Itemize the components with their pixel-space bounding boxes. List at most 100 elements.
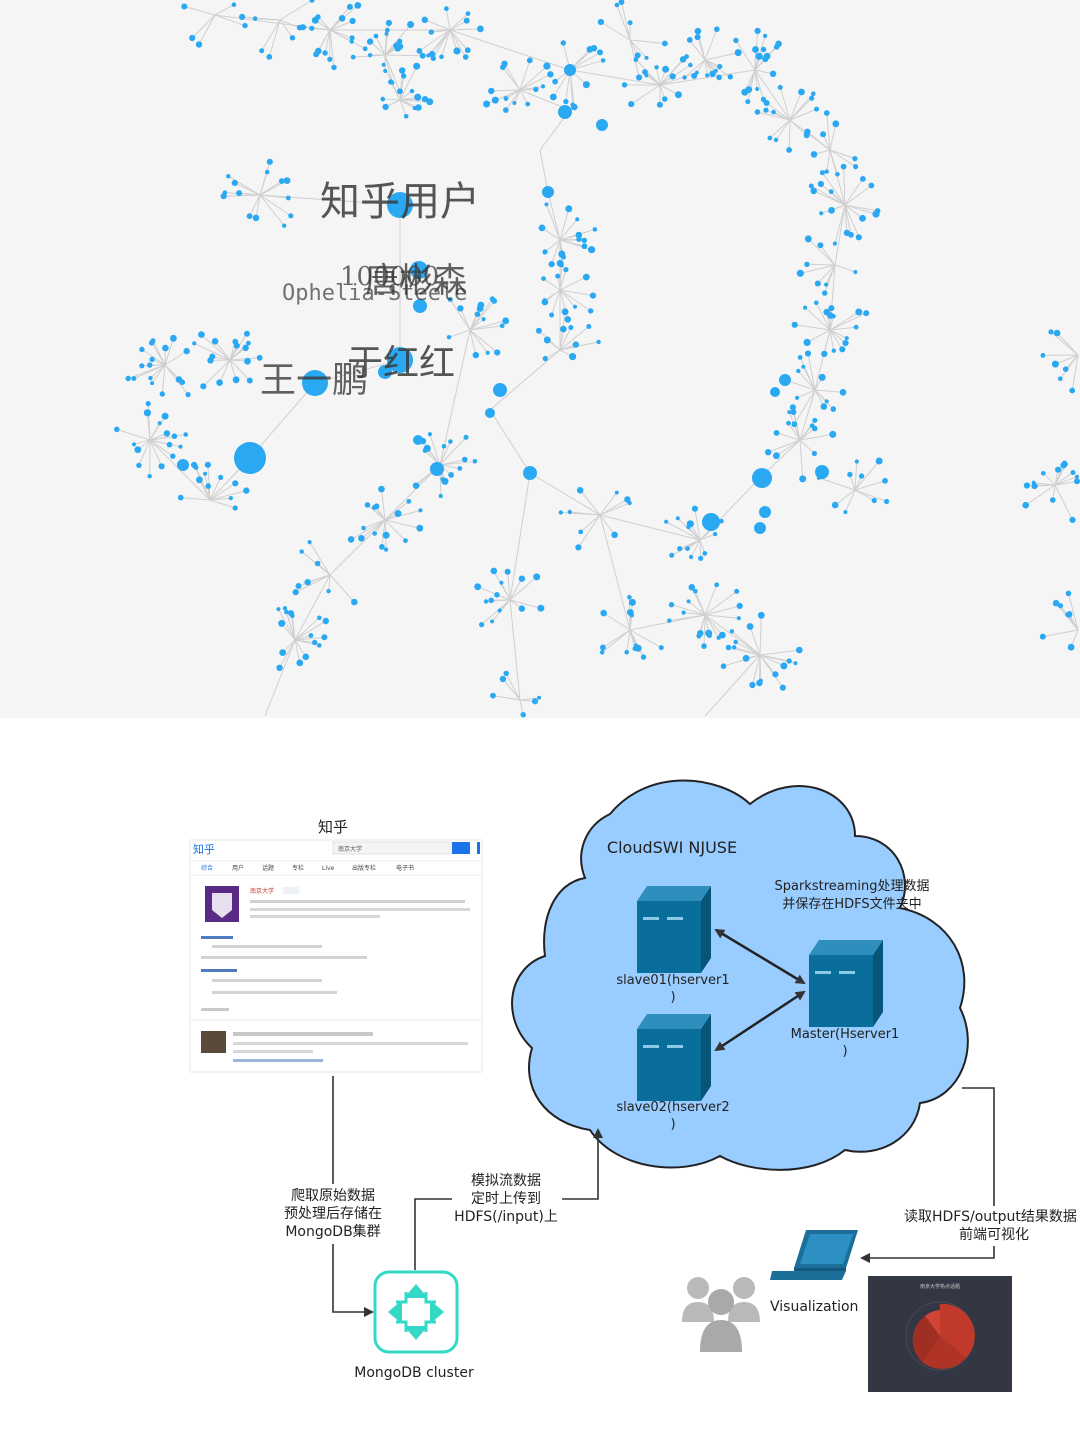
graph-node xyxy=(232,505,238,511)
graph-node xyxy=(440,477,445,482)
graph-node xyxy=(421,16,428,23)
graph-node xyxy=(525,101,531,107)
graph-node xyxy=(852,156,858,162)
graph-node xyxy=(409,88,415,94)
graph-edge xyxy=(854,480,886,491)
graph-label-wang-yipeng: 王一鹏 xyxy=(260,360,368,401)
graph-node xyxy=(358,535,365,542)
graph-node xyxy=(407,21,415,28)
graph-node xyxy=(828,207,835,214)
graph-node xyxy=(161,412,169,420)
graph-node xyxy=(582,81,590,89)
graph-edge xyxy=(679,539,701,550)
graph-node xyxy=(596,339,601,345)
graph-edge xyxy=(799,439,815,454)
graph-node xyxy=(811,450,818,457)
graph-edge xyxy=(291,615,296,641)
graph-edge xyxy=(193,342,231,361)
graph-node xyxy=(490,567,498,575)
graph-edge xyxy=(507,571,511,601)
graph-node xyxy=(725,644,732,651)
graph-node xyxy=(428,29,434,35)
graph-edge xyxy=(399,75,405,101)
graph-edge xyxy=(769,119,791,139)
graph-node xyxy=(447,297,453,302)
graph-edge xyxy=(559,341,599,351)
graph-node xyxy=(842,340,849,347)
graph-node xyxy=(537,604,545,612)
graph-edge xyxy=(854,461,858,491)
graph-node xyxy=(627,20,633,26)
graph-node xyxy=(413,62,421,70)
graph-edge xyxy=(735,641,761,656)
graph-edge xyxy=(829,311,860,331)
graph-node xyxy=(614,490,619,495)
graph-node xyxy=(462,54,469,60)
graph-edge xyxy=(656,67,661,86)
graph-edge xyxy=(499,599,511,611)
slave01-label-line2: ) xyxy=(670,990,675,1005)
graph-edge xyxy=(829,329,843,350)
graph-edge xyxy=(519,89,529,105)
graph-edge xyxy=(800,264,836,274)
graph-node xyxy=(684,54,689,59)
graph-node xyxy=(763,100,770,106)
graph-node xyxy=(512,101,517,105)
graph-node xyxy=(796,368,801,374)
graph-edge xyxy=(704,52,739,61)
graph-edge xyxy=(509,578,523,601)
graph-node xyxy=(600,609,607,617)
graph-edge xyxy=(789,119,831,151)
graph-edge xyxy=(363,519,386,529)
graph-edge xyxy=(491,89,521,92)
graph-node xyxy=(746,623,754,630)
graph-node xyxy=(668,602,675,608)
graph-node xyxy=(191,461,198,468)
graph-edge xyxy=(382,98,401,101)
graph-node xyxy=(640,654,647,660)
graph-node xyxy=(558,250,566,258)
graph-node xyxy=(586,46,594,53)
graph-edge xyxy=(797,370,816,391)
graph-node xyxy=(564,64,576,76)
graph-node xyxy=(418,508,423,513)
graph-edge xyxy=(229,359,237,380)
graph-node xyxy=(457,305,464,312)
graph-node xyxy=(394,510,402,517)
graph-node xyxy=(426,53,431,58)
graph-node xyxy=(576,487,584,494)
graph-edge xyxy=(279,0,313,21)
graph-node xyxy=(810,187,817,195)
graph-node xyxy=(675,516,680,521)
graph-edge xyxy=(384,519,420,529)
graph-node xyxy=(474,311,481,318)
graph-edge xyxy=(559,327,572,351)
graph-node xyxy=(299,24,307,31)
graph-node xyxy=(282,223,287,228)
graph-edge xyxy=(754,69,764,100)
graph-edge xyxy=(149,415,166,441)
graph-edge xyxy=(776,439,801,457)
graph-edge xyxy=(704,59,708,76)
graph-edge xyxy=(1042,629,1079,638)
graph-edge xyxy=(261,19,281,51)
graph-edge xyxy=(799,389,816,441)
graph-edge xyxy=(449,20,467,31)
arrow-slave01-master xyxy=(714,928,806,985)
graph-edge xyxy=(559,269,567,291)
graph-node xyxy=(644,55,649,60)
graph-node xyxy=(752,46,759,53)
graph-node xyxy=(283,177,291,185)
graph-nodes xyxy=(114,0,1080,718)
graph-node xyxy=(560,40,566,46)
graph-edge xyxy=(747,69,756,102)
graph-node xyxy=(399,67,406,74)
master-label-line2: ) xyxy=(842,1044,847,1059)
graph-node xyxy=(756,679,763,687)
graph-edge xyxy=(509,576,538,601)
graph-node xyxy=(477,25,484,33)
graph-edge xyxy=(559,208,570,241)
graph-node xyxy=(463,434,469,440)
graph-edge xyxy=(279,19,300,29)
graph-node xyxy=(820,131,827,138)
